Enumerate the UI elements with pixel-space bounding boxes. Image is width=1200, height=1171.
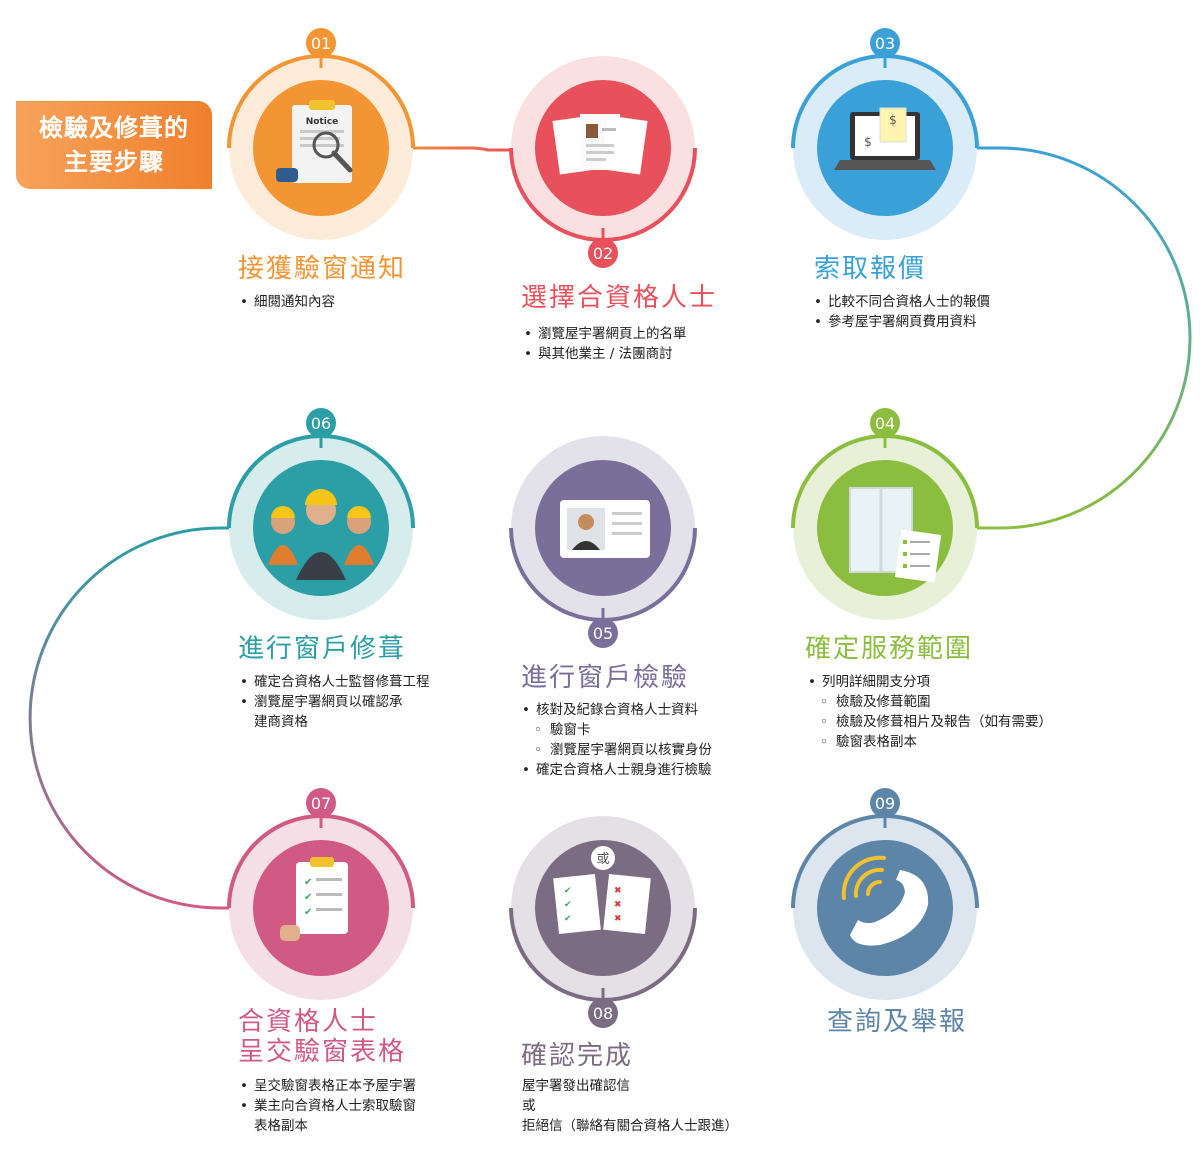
step-06-node: 06 [227, 408, 415, 620]
list-item: 確定合資格人士親身進行檢驗 [522, 760, 712, 780]
detail-line: 或 [522, 1098, 536, 1114]
step-04-title: 確定服務範圍 [805, 634, 974, 664]
step-number: 01 [311, 34, 331, 53]
svg-text:✖: ✖ [614, 886, 622, 896]
list-item: 瀏覽屋宇署網頁上的名單 [524, 324, 687, 344]
list-sub-item: 檢驗及修葺範圍 [808, 692, 1052, 712]
step-02-node: 02 [509, 56, 697, 268]
list-item: 業主向合資格人士索取驗窗 [240, 1096, 416, 1116]
step-04-node: 04 [791, 408, 979, 620]
step-05-details: 核對及紀錄合資格人士資料 驗窗卡 瀏覽屋宇署網頁以核實身份 確定合資格人士親身進… [522, 700, 712, 780]
list-item: 確定合資格人士監督修葺工程 [240, 672, 430, 692]
step-number: 09 [875, 794, 895, 813]
svg-text:$: $ [864, 135, 872, 149]
list-sub-item: 瀏覽屋宇署網頁以核實身份 [522, 740, 712, 760]
step-03-title: 索取報價 [814, 254, 927, 284]
phone-call-icon [841, 855, 929, 946]
step-number: 06 [311, 414, 331, 433]
step-05-node: 05 [509, 436, 697, 648]
step-03-details: 比較不同合資格人士的報價 參考屋宇署網頁費用資料 [814, 292, 990, 332]
step-01-node: 01 Notice [227, 28, 415, 240]
step-08-node: 08 或 ✔ ✔ ✔ ✖ ✖ ✖ [509, 816, 697, 1028]
step-06-title: 進行窗戶修葺 [238, 634, 407, 664]
svg-text:✖: ✖ [614, 914, 622, 924]
list-sub-item: 驗窗表格副本 [808, 732, 1052, 752]
flow-path [28, 146, 1192, 910]
notice-magnifier-icon: Notice [276, 100, 353, 183]
detail-line: 屋宇署發出確認信 [522, 1078, 630, 1094]
svg-text:✖: ✖ [614, 900, 622, 910]
step-01-title: 接獲驗窗通知 [238, 254, 407, 284]
list-item: 呈交驗窗表格正本予屋宇署 [240, 1076, 416, 1096]
list-item-continuation: 建商資格 [254, 714, 308, 730]
list-item: 比較不同合資格人士的報價 [814, 292, 990, 312]
step-07-title-line-2: 呈交驗窗表格 [238, 1037, 407, 1067]
workers-helmet-icon [268, 489, 374, 580]
list-item: 與其他業主 / 法團商討 [524, 344, 687, 364]
detail-line: 拒絕信（聯絡有關合資格人士跟進） [522, 1118, 738, 1134]
svg-text:✔: ✔ [304, 877, 312, 888]
step-08-title: 確認完成 [521, 1041, 634, 1071]
laptop-quotation-icon: $ $ [834, 107, 936, 170]
svg-text:$: $ [889, 113, 897, 127]
list-sub-item: 驗窗卡 [522, 720, 712, 740]
step-number: 07 [311, 794, 331, 813]
step-07-details: 呈交驗窗表格正本予屋宇署 業主向合資格人士索取驗窗 表格副本 [240, 1076, 416, 1136]
step-03-node: 03 $ $ [791, 28, 979, 240]
step-number: 08 [593, 1004, 613, 1023]
step-07-title-line-1: 合資格人士 [238, 1007, 379, 1037]
step-06-details: 確定合資格人士監督修葺工程 瀏覽屋宇署網頁以確認承 建商資格 [240, 672, 430, 732]
title-line-2: 主要步驟 [64, 148, 164, 176]
list-item: 列明詳細開支分項 [808, 672, 1052, 692]
title-line-1: 檢驗及修葺的 [39, 114, 189, 142]
list-item: 瀏覽屋宇署網頁以確認承 [240, 692, 430, 712]
page-title: 檢驗及修葺的 主要步驟 [16, 101, 212, 189]
step-02-title: 選擇合資格人士 [521, 283, 718, 313]
step-01-details: 細閱通知內容 [240, 292, 335, 312]
step-08-details: 屋宇署發出確認信 或 拒絕信（聯絡有關合資格人士跟進） [522, 1076, 738, 1136]
step-number: 02 [593, 244, 613, 263]
step-09-node: 09 [791, 788, 979, 1000]
list-item: 核對及紀錄合資格人士資料 [522, 700, 712, 720]
step-07-node: 07 ✔ ✔ ✔ [227, 788, 415, 1000]
window-checklist-icon [849, 487, 942, 583]
step-02-details: 瀏覽屋宇署網頁上的名單 與其他業主 / 法團商討 [524, 324, 687, 364]
step-04-details: 列明詳細開支分項 檢驗及修葺範圍 檢驗及修葺相片及報告（如有需要） 驗窗表格副本 [808, 672, 1052, 752]
step-number: 04 [875, 414, 895, 433]
list-item: 細閱通知內容 [240, 292, 335, 312]
step-number: 03 [875, 34, 895, 53]
clipboard-checklist-icon: ✔ ✔ ✔ [280, 857, 348, 941]
svg-text:Notice: Notice [306, 117, 339, 127]
list-item: 參考屋宇署網頁費用資料 [814, 312, 990, 332]
svg-text:✔: ✔ [564, 900, 572, 910]
id-card-icon [560, 500, 650, 558]
svg-text:✔: ✔ [304, 907, 312, 918]
svg-text:✔: ✔ [304, 892, 312, 903]
resume-documents-icon [552, 114, 648, 175]
step-05-title: 進行窗戶檢驗 [521, 663, 690, 693]
svg-text:✔: ✔ [564, 886, 572, 896]
step-number: 05 [593, 624, 613, 643]
svg-text:✔: ✔ [564, 914, 572, 924]
list-sub-item: 檢驗及修葺相片及報告（如有需要） [808, 712, 1052, 732]
confirm-reject-letters-icon: 或 ✔ ✔ ✔ ✖ ✖ ✖ [553, 846, 651, 935]
or-label: 或 [596, 852, 609, 867]
step-09-title: 查詢及舉報 [827, 1007, 968, 1037]
list-item-continuation: 表格副本 [254, 1118, 308, 1134]
